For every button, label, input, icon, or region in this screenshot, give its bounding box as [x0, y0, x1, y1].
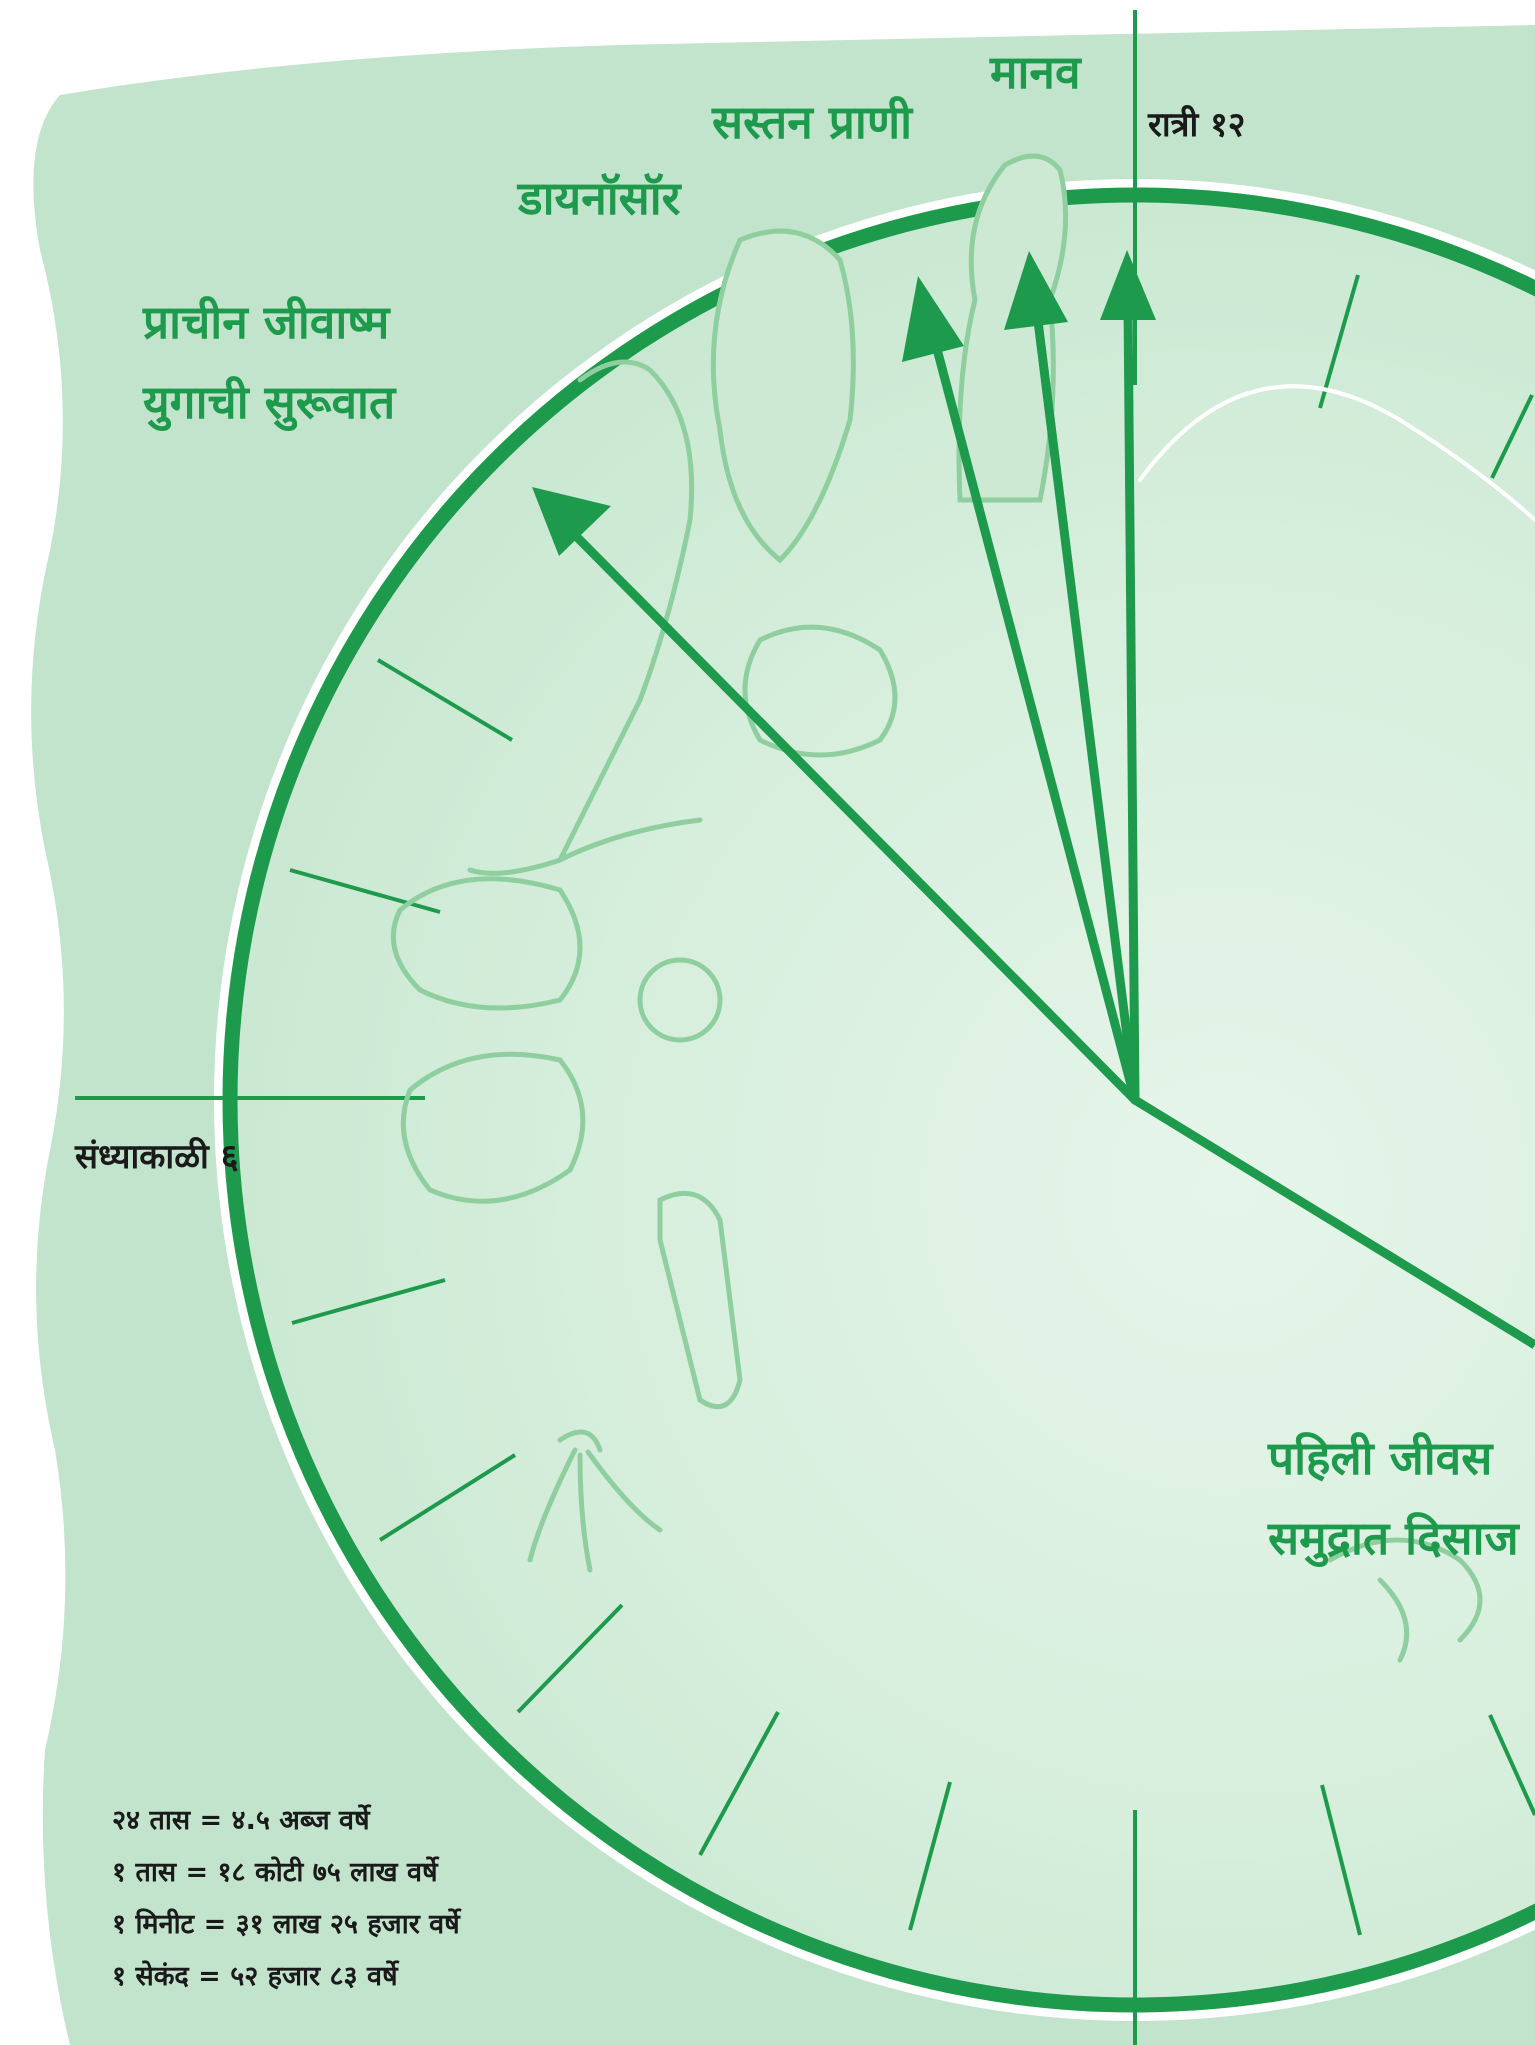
label-fossil-era-line1: प्राचीन जीवाष्म — [143, 292, 389, 352]
label-first-life-line1: पहिली जीवस — [1268, 1428, 1492, 1488]
scale-line: २४ तास = ४.५ अब्ज वर्षे — [112, 1795, 460, 1847]
label-dinosaurs: डायनॉसॉर — [518, 168, 680, 228]
label-fossil-era-line2: युगाची सुरूवात — [143, 372, 395, 432]
time-scale-legend: २४ तास = ४.५ अब्ज वर्षे १ तास = १८ कोटी … — [112, 1795, 460, 2003]
label-human: मानव — [990, 42, 1081, 102]
label-mammals: सस्तन प्राणी — [712, 92, 912, 152]
scale-line: १ तास = १८ कोटी ७५ लाख वर्षे — [112, 1847, 460, 1899]
label-midnight: रात्री १२ — [1148, 100, 1245, 146]
label-evening: संध्याकाळी ६ — [75, 1132, 238, 1178]
scale-line: १ मिनीट = ३१ लाख २५ हजार वर्षे — [112, 1899, 460, 1951]
scale-line: १ सेकंद = ५२ हजार ८३ वर्षे — [112, 1951, 460, 2003]
label-first-life-line2: समुद्रात दिसाज — [1268, 1508, 1519, 1568]
